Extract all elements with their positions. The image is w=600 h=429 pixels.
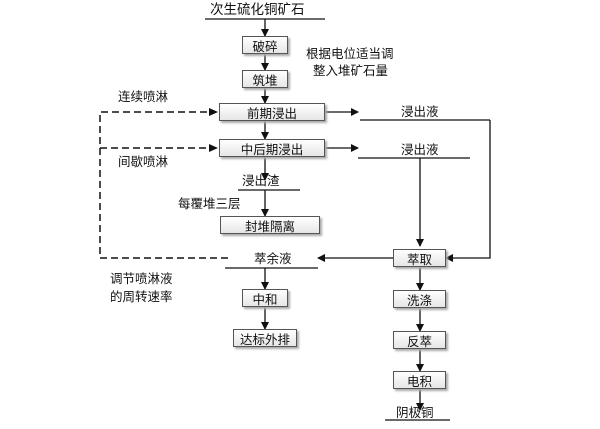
discharge-box: 达标外排: [233, 329, 297, 347]
continuous-spray-note: 连续喷淋: [118, 89, 169, 104]
heap-build-box: 筑堆: [242, 70, 288, 88]
crush-box: 破碎: [242, 36, 288, 54]
strip-box: 反萃: [393, 331, 446, 349]
rate-note-line2: 的周转速率: [110, 289, 173, 304]
leach-solution-2-label: 浸出液: [401, 142, 439, 157]
adjust-note-line1: 根据电位适当调: [306, 46, 394, 61]
rate-note-line1: 调节喷淋液: [110, 271, 173, 286]
raffinate-label: 萃余液: [254, 251, 292, 266]
dashed-recycle-loop: [99, 111, 228, 259]
dashed-arrowhead-early: [209, 108, 218, 116]
seal-isolate-box: 封堆隔离: [220, 216, 320, 234]
intermittent-spray-note: 间歇喷淋: [118, 154, 169, 169]
ore-label: 次生硫化铜矿石: [210, 2, 305, 18]
three-layers-note: 每覆堆三层: [178, 196, 241, 211]
mid-late-leach-box: 中后期浸出: [219, 139, 325, 157]
electrowin-box: 电积: [393, 371, 446, 389]
extraction-box: 萃取: [393, 249, 446, 267]
leach-solution-1-label: 浸出液: [401, 104, 439, 119]
arrow-solution1-extraction: [445, 120, 491, 262]
adjust-note-line2: 整入堆矿石量: [313, 63, 389, 78]
early-leach-box: 前期浸出: [219, 103, 325, 121]
leach-residue-label: 浸出渣: [242, 173, 280, 188]
cathode-copper-label: 阴极铜: [396, 405, 434, 420]
neutralize-box: 中和: [242, 289, 288, 307]
wash-box: 洗涤: [393, 290, 446, 308]
dashed-arrowhead-mid: [209, 144, 218, 152]
